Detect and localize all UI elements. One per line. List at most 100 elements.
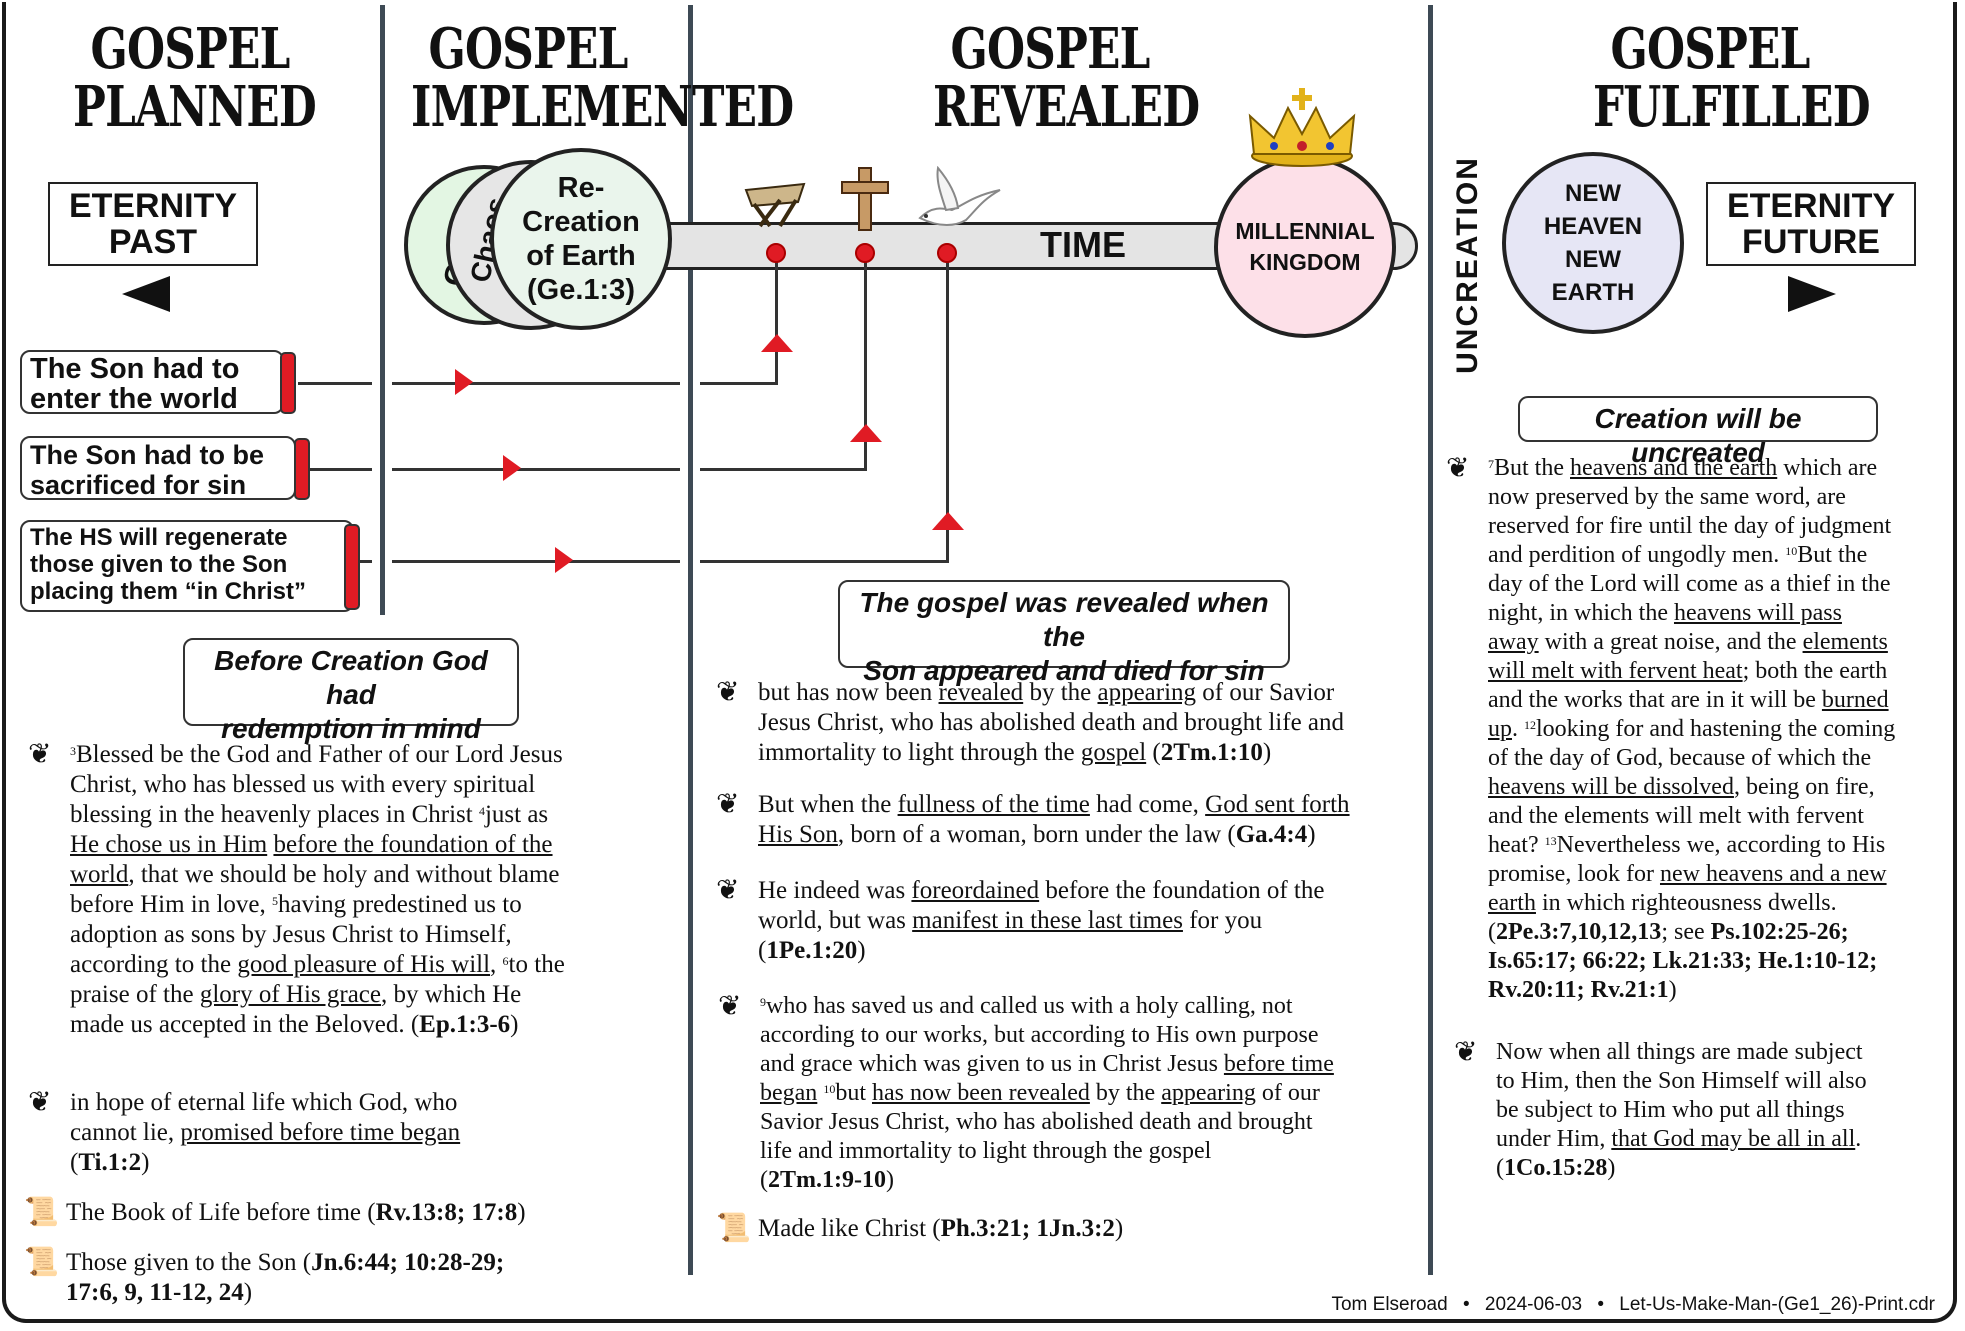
statement-3-line3: placing them “in Christ” (30, 578, 307, 605)
verse-ep1: ❦ 3Blessed be the God and Father of our … (28, 739, 565, 1039)
heart-flourish-icon: ❦ (1446, 453, 1470, 484)
note-given-to-son: 📜 Those given to the Son (Jn.6:44; 10:28… (24, 1247, 505, 1307)
arrow-right-red-icon (555, 547, 573, 573)
statement-2-tab (294, 438, 310, 500)
connector-3c (700, 560, 948, 563)
millennial-line2: KINGDOM (1249, 249, 1361, 275)
connector-1c (700, 382, 777, 385)
connector-3a (360, 560, 372, 563)
time-label: TIME (1040, 224, 1126, 265)
footer-date: 2024-06-03 (1484, 1294, 1583, 1315)
statement-1-line2: enter the world (30, 383, 238, 415)
heart-flourish-icon: ❦ (28, 1087, 52, 1118)
statement-2-line1: The Son had to be (30, 440, 264, 470)
header-planned-line2: PLANNED (73, 74, 317, 140)
header-revealed-line1: GOSPEL (950, 16, 1150, 82)
eternity-future-line2: FUTURE (1742, 223, 1880, 261)
statement-1-tab (280, 352, 296, 414)
header-fulfilled-line2: FULFILLED (1593, 74, 1871, 140)
note-made-like-christ: 📜 Made like Christ (Ph.3:21; 1Jn.3:2) (716, 1213, 1124, 1244)
statement-3-line1: The HS will regenerate (30, 524, 288, 551)
statement-hs-regenerate: The HS will regenerate those given to th… (20, 520, 354, 612)
verse-2tm1-10: ❦ but has now been revealed by the appea… (716, 677, 1345, 767)
connector-1-up (775, 254, 778, 385)
statement-3-line2: those given to the Son (30, 551, 288, 578)
timeline-dot-cross (855, 243, 875, 263)
millennial-kingdom-circle: MILLENNIAL KINGDOM (1214, 156, 1396, 338)
timeline-dot-pentecost (937, 243, 957, 263)
dove-icon (918, 166, 1001, 226)
connector-2c (700, 468, 866, 471)
arrow-up-red-icon (761, 334, 793, 352)
uncreation-label: UNCREATION (1451, 156, 1484, 374)
new-heaven-line2: HEAVEN (1543, 213, 1643, 240)
recreation-line4: (Ge.1:3) (527, 274, 635, 306)
footer-author: Tom Elseroad (1331, 1294, 1448, 1315)
crown-icon (1248, 88, 1356, 167)
arrow-right-icon (1788, 276, 1836, 312)
divider-implemented-revealed (688, 5, 693, 1275)
statement-enter-world: The Son had to enter the world (20, 350, 284, 414)
heart-flourish-icon: ❦ (716, 677, 740, 708)
caption-planned-line2: redemption in mind (221, 713, 481, 744)
scroll-icon: 📜 (24, 1197, 59, 1228)
heart-flourish-icon: ❦ (1454, 1037, 1478, 1068)
eternity-past-line2: PAST (108, 223, 198, 261)
verse-1pe1: ❦ He indeed was foreordained before the … (716, 875, 1325, 965)
statement-sacrificed: The Son had to be sacrificed for sin (20, 436, 296, 500)
caption-revealed: The gospel was revealed when the Son app… (838, 580, 1290, 686)
circle-recreation: Re- Creation of Earth (Ge.1:3) (490, 148, 672, 330)
note-book-of-life: 📜 The Book of Life before time (Rv.13:8;… (24, 1197, 526, 1228)
header-planned-line1: GOSPEL (90, 16, 290, 82)
heart-flourish-icon: ❦ (28, 739, 52, 770)
verse-2pe3: ❦ 7But the heavens and the earth which a… (1446, 453, 1896, 1003)
connector-3b (392, 560, 680, 563)
arrow-up-red-icon (850, 424, 882, 442)
statement-1-line1: The Son had to (30, 353, 240, 385)
eternity-future-line1: ETERNITY (1726, 187, 1896, 225)
connector-1b (392, 382, 680, 385)
arrow-left-icon (122, 276, 170, 312)
footer-sep-2: • (1597, 1294, 1605, 1315)
scroll-icon: 📜 (24, 1247, 59, 1278)
eternity-past-box: ETERNITY PAST (48, 182, 258, 266)
manger-icon (744, 182, 806, 228)
connector-2-up (864, 254, 867, 471)
eternity-future-box: ETERNITY FUTURE (1706, 182, 1916, 266)
recreation-line1: Re- (557, 172, 605, 204)
footer: Tom Elseroad • 2024-06-03 • Let-Us-Make-… (1331, 1294, 1935, 1316)
caption-planned: Before Creation God had redemption in mi… (183, 638, 519, 744)
caption-revealed-line2: Son appeared and died for sin (863, 655, 1265, 686)
statement-2-line2: sacrificed for sin (30, 470, 247, 500)
scroll-icon: 📜 (716, 1213, 751, 1244)
connector-2b (392, 468, 680, 471)
header-fulfilled-line1: GOSPEL (1610, 16, 1810, 82)
footer-file: Let-Us-Make-Man-(Ge1_26)-Print.cdr (1619, 1294, 1935, 1315)
header-planned: GOSPEL PLANNED (73, 16, 317, 140)
header-revealed-line2: REVEALED (933, 74, 1200, 140)
statement-3-tab (344, 524, 360, 610)
new-heaven-line4: EARTH (1551, 279, 1635, 306)
arrow-right-red-icon (503, 455, 521, 481)
recreation-line3: of Earth (526, 240, 636, 272)
footer-sep-1: • (1462, 1294, 1470, 1315)
caption-fulfilled: Creation will be uncreated (1518, 396, 1878, 468)
header-fulfilled: GOSPEL FULFILLED (1593, 16, 1871, 140)
verse-ti1: ❦ in hope of eternal life which God, who… (28, 1087, 461, 1177)
cross-icon (841, 167, 889, 231)
new-heaven-line1: NEW (1565, 180, 1621, 207)
header-implemented-line1: GOSPEL (428, 16, 628, 82)
caption-planned-line1: Before Creation God had (214, 645, 488, 710)
eternity-past-line1: ETERNITY (68, 187, 238, 225)
header-implemented-line2: IMPLEMENTED (411, 74, 794, 140)
divider-planned-implemented (380, 5, 385, 615)
header-revealed: GOSPEL REVEALED (933, 16, 1200, 140)
arrow-right-red-icon (455, 369, 473, 395)
connector-3-up (946, 254, 949, 563)
verse-2tm1-9: ❦ 9who has saved us and called us with a… (718, 991, 1334, 1193)
heart-flourish-icon: ❦ (718, 991, 742, 1022)
millennial-line1: MILLENNIAL (1235, 218, 1375, 244)
connector-2a (310, 468, 372, 471)
